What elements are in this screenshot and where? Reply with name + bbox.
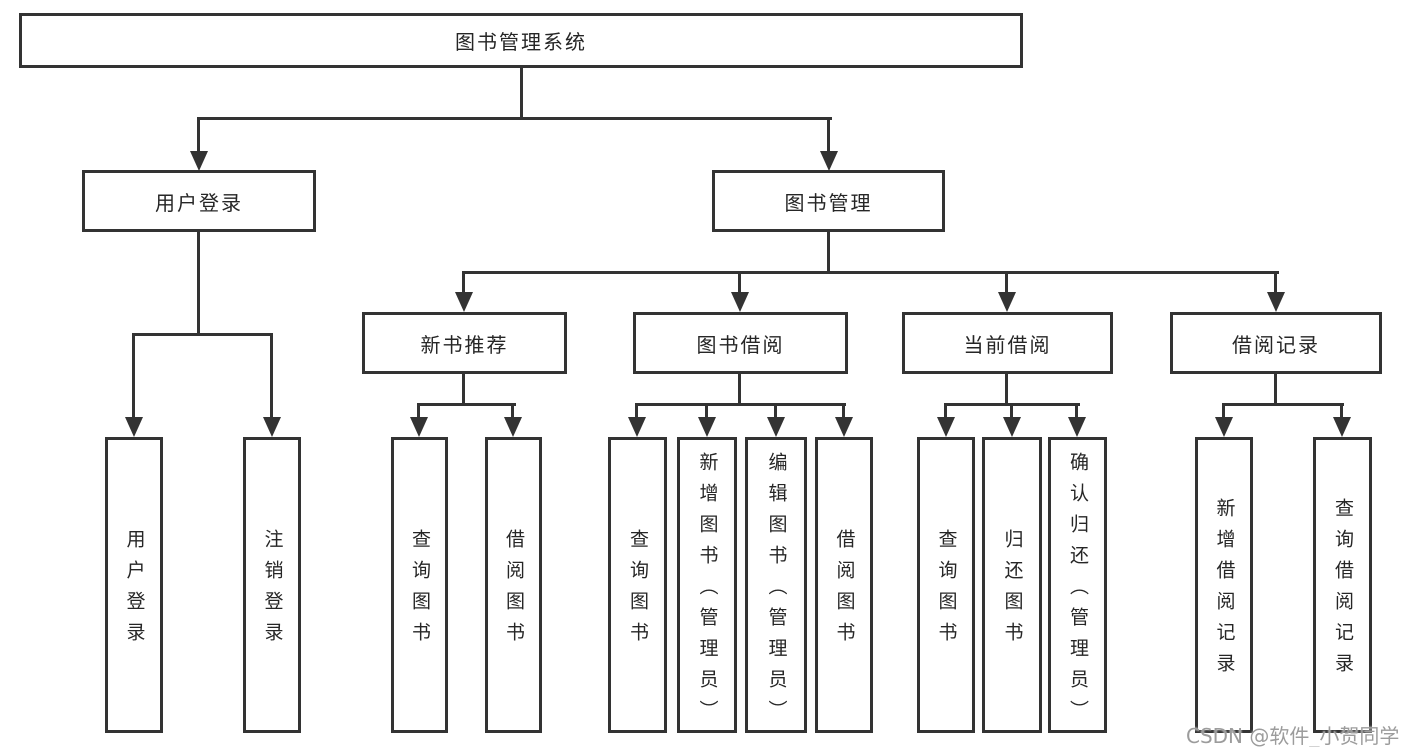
connector-drop bbox=[635, 403, 638, 419]
node-user-login: 用户登录 bbox=[82, 170, 316, 232]
arrow-down-icon bbox=[937, 417, 955, 437]
arrow-down-icon bbox=[1215, 417, 1233, 437]
connector-borrowing-rail bbox=[635, 403, 846, 406]
connector-drop-new-book bbox=[462, 271, 465, 296]
node-label: 查询图书 bbox=[935, 529, 958, 653]
arrow-down-icon bbox=[504, 417, 522, 437]
connector-drop bbox=[1010, 403, 1013, 419]
arrow-down-icon bbox=[125, 417, 143, 437]
connector-root-stem bbox=[520, 68, 523, 118]
leaf-borrow-books-2: 借阅图书 bbox=[815, 437, 873, 733]
node-label: 当前借阅 bbox=[963, 332, 1052, 357]
connector-drop bbox=[705, 403, 708, 419]
node-label: 借阅图书 bbox=[833, 529, 856, 653]
leaf-logout: 注销登录 bbox=[243, 437, 301, 733]
arrow-down-icon bbox=[731, 292, 749, 312]
arrow-down-icon bbox=[1333, 417, 1351, 437]
leaf-return-books: 归还图书 bbox=[982, 437, 1042, 733]
connector-drop-book-management bbox=[827, 117, 830, 153]
node-label: 查询图书 bbox=[409, 529, 431, 653]
node-book-management: 图书管理 bbox=[712, 170, 945, 232]
arrow-down-icon bbox=[263, 417, 281, 437]
node-label: 新增图书（管理员） bbox=[696, 451, 719, 731]
arrow-down-icon bbox=[455, 292, 473, 312]
leaf-query-books-2: 查询图书 bbox=[608, 437, 667, 733]
node-label: 新书推荐 bbox=[420, 332, 509, 357]
connector-drop bbox=[842, 403, 845, 419]
node-label: 借阅记录 bbox=[1232, 332, 1320, 357]
node-label: 查询借阅记录 bbox=[1332, 498, 1354, 684]
node-label: 归还图书 bbox=[1001, 529, 1024, 653]
leaf-confirm-return-admin: 确认归还（管理员） bbox=[1048, 437, 1107, 733]
arrow-down-icon bbox=[190, 151, 208, 171]
connector-drop bbox=[774, 403, 777, 419]
connector-drop-user-login bbox=[197, 117, 200, 153]
node-label: 用户登录 bbox=[123, 529, 146, 653]
connector-root-rail bbox=[197, 117, 832, 120]
arrow-down-icon bbox=[1267, 292, 1285, 312]
leaf-user-login: 用户登录 bbox=[105, 437, 163, 733]
connector-current-stem bbox=[1005, 374, 1008, 405]
node-label: 用户登录 bbox=[155, 190, 243, 215]
leaf-query-borrow-record: 查询借阅记录 bbox=[1313, 437, 1372, 733]
node-label: 图书借阅 bbox=[696, 332, 785, 357]
node-label: 借阅图书 bbox=[503, 529, 525, 653]
arrow-down-icon bbox=[628, 417, 646, 437]
connector-drop bbox=[1075, 403, 1078, 419]
arrow-down-icon bbox=[767, 417, 785, 437]
node-label: 新增借阅记录 bbox=[1213, 498, 1236, 684]
connector-drop bbox=[944, 403, 947, 419]
connector-drop bbox=[1340, 403, 1343, 419]
connector-drop bbox=[1222, 403, 1225, 419]
node-book-borrowing: 图书借阅 bbox=[633, 312, 848, 374]
arrow-down-icon bbox=[698, 417, 716, 437]
arrow-down-icon bbox=[410, 417, 428, 437]
node-label: 编辑图书（管理员） bbox=[765, 451, 788, 731]
node-label: 图书管理 bbox=[784, 190, 873, 215]
connector-drop-leaf-logout bbox=[270, 333, 273, 419]
arrow-down-icon bbox=[1068, 417, 1086, 437]
connector-borrowing-stem bbox=[738, 374, 741, 405]
arrow-down-icon bbox=[820, 151, 838, 171]
connector-bookmgmt-rail bbox=[462, 271, 1279, 274]
leaf-edit-books-admin: 编辑图书（管理员） bbox=[745, 437, 807, 733]
leaf-query-books-3: 查询图书 bbox=[917, 437, 975, 733]
connector-newbook-rail bbox=[417, 403, 516, 406]
connector-drop-borrowing bbox=[738, 271, 741, 296]
node-new-book-recommend: 新书推荐 bbox=[362, 312, 567, 374]
connector-drop-leaf-login bbox=[132, 333, 135, 419]
leaf-query-books-1: 查询图书 bbox=[391, 437, 448, 733]
connector-drop bbox=[511, 403, 514, 419]
node-label: 图书管理系统 bbox=[455, 30, 587, 54]
connector-drop bbox=[417, 403, 420, 419]
connector-drop-current bbox=[1005, 271, 1008, 296]
leaf-add-books-admin: 新增图书（管理员） bbox=[677, 437, 737, 733]
connector-userlogin-stem bbox=[197, 232, 200, 336]
leaf-add-borrow-record: 新增借阅记录 bbox=[1195, 437, 1253, 733]
connector-records-stem bbox=[1274, 374, 1277, 405]
node-current-borrowing: 当前借阅 bbox=[902, 312, 1113, 374]
node-borrowing-records: 借阅记录 bbox=[1170, 312, 1382, 374]
connector-bookmgmt-stem bbox=[827, 232, 830, 274]
connector-records-rail bbox=[1222, 403, 1344, 406]
node-root-library-system: 图书管理系统 bbox=[19, 13, 1023, 68]
arrow-down-icon bbox=[835, 417, 853, 437]
node-label: 注销登录 bbox=[261, 529, 284, 653]
csdn-watermark: CSDN @软件_小贺同学 bbox=[1186, 724, 1400, 747]
arrow-down-icon bbox=[1003, 417, 1021, 437]
connector-userlogin-rail bbox=[132, 333, 273, 336]
node-label: 查询图书 bbox=[627, 529, 649, 653]
connector-drop-records bbox=[1274, 271, 1277, 296]
node-label: 确认归还（管理员） bbox=[1067, 451, 1089, 731]
arrow-down-icon bbox=[998, 292, 1016, 312]
connector-newbook-stem bbox=[462, 374, 465, 405]
leaf-borrow-books-1: 借阅图书 bbox=[485, 437, 542, 733]
